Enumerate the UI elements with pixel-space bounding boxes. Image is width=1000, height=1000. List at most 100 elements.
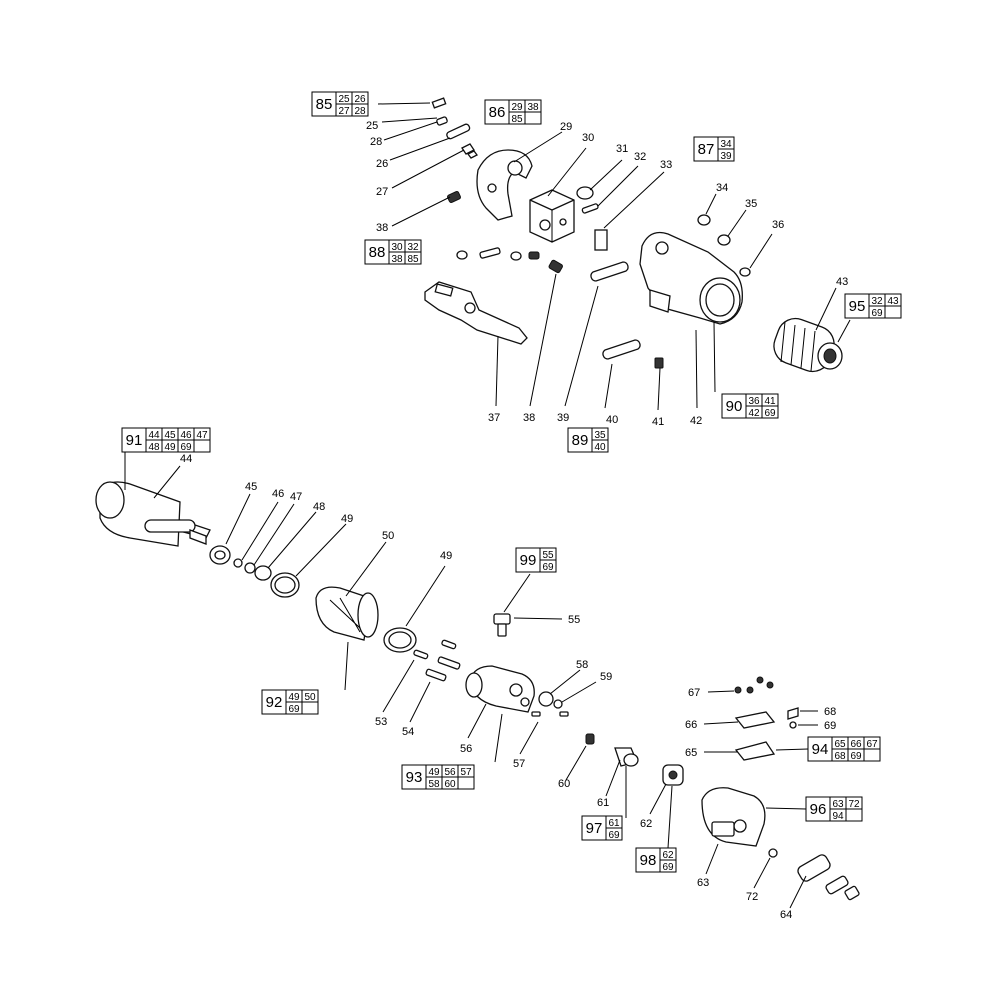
part-62-bushing bbox=[662, 764, 684, 786]
part-45-washer bbox=[209, 545, 231, 565]
part-69-oring bbox=[789, 721, 797, 729]
kit-number: 89 bbox=[572, 432, 589, 449]
label-49-left: 49 bbox=[341, 513, 353, 525]
label-27: 27 bbox=[376, 186, 388, 198]
part-35-oring bbox=[717, 234, 731, 246]
kit-part-ref: 32 bbox=[407, 242, 419, 253]
kit-number: 95 bbox=[849, 298, 866, 315]
label-30: 30 bbox=[582, 132, 594, 144]
part-number-labels: 25 28 26 27 38 29 30 31 32 33 34 35 36 4… bbox=[180, 120, 848, 921]
kit-part-ref: 68 bbox=[834, 751, 846, 762]
part-31-ring bbox=[576, 186, 594, 200]
label-46: 46 bbox=[272, 488, 284, 500]
part-72-nut bbox=[768, 848, 778, 858]
part-46-ring bbox=[233, 558, 243, 568]
label-26: 26 bbox=[376, 158, 388, 170]
kit-number: 94 bbox=[812, 741, 829, 758]
kit-number: 96 bbox=[810, 801, 827, 818]
part-58-washer bbox=[538, 691, 554, 707]
kit-cell bbox=[591, 439, 609, 453]
part-65-plate bbox=[734, 741, 776, 761]
kit-part-ref: 46 bbox=[180, 430, 192, 441]
kit-part-ref: 85 bbox=[511, 114, 523, 125]
label-67: 67 bbox=[688, 687, 700, 699]
part-43-spring-assembly bbox=[773, 317, 843, 373]
kit-part-ref: 69 bbox=[764, 408, 776, 419]
part-36-nut bbox=[739, 267, 751, 277]
kit-part-ref: 85 bbox=[407, 254, 419, 265]
label-68: 68 bbox=[824, 706, 836, 718]
label-34: 34 bbox=[716, 182, 728, 194]
part-66-plate bbox=[734, 711, 776, 729]
kit-number-cell bbox=[364, 239, 390, 265]
part-39-pin bbox=[590, 261, 629, 282]
part-60-spring bbox=[585, 733, 595, 745]
label-60: 60 bbox=[558, 778, 570, 790]
kit-part-ref: 38 bbox=[527, 102, 539, 113]
part-30-block bbox=[529, 189, 575, 243]
kit-part-ref: 49 bbox=[428, 767, 440, 778]
kit-number: 97 bbox=[586, 820, 603, 837]
kit-part-ref: 27 bbox=[338, 106, 350, 117]
part-40-pin bbox=[602, 339, 641, 360]
label-61: 61 bbox=[597, 797, 609, 809]
kit-part-ref: 72 bbox=[848, 799, 860, 810]
kit-part-ref: 36 bbox=[748, 396, 760, 407]
kit-cell bbox=[605, 827, 623, 841]
kit-part-ref: 58 bbox=[428, 779, 440, 790]
leader-lines bbox=[124, 102, 851, 909]
kit-part-ref: 69 bbox=[871, 308, 883, 319]
kit-part-ref: 94 bbox=[832, 811, 844, 822]
kit-part-ref: 49 bbox=[288, 692, 300, 703]
part-29-hook bbox=[476, 149, 533, 221]
kit-part-ref: 69 bbox=[288, 704, 300, 715]
part-47-ring bbox=[244, 562, 256, 574]
kit-cell bbox=[845, 808, 863, 822]
kit-part-ref: 62 bbox=[662, 850, 674, 861]
label-47: 47 bbox=[290, 491, 302, 503]
label-44: 44 bbox=[180, 453, 192, 465]
part-drawings bbox=[95, 97, 860, 901]
part-63-handle-housing bbox=[701, 787, 766, 847]
part-49-ring-left bbox=[270, 572, 300, 598]
label-43: 43 bbox=[836, 276, 848, 288]
kit-number: 92 bbox=[266, 694, 283, 711]
kit-part-ref: 25 bbox=[338, 94, 350, 105]
kit-part-ref: 67 bbox=[866, 739, 878, 750]
kit-part-ref: 32 bbox=[871, 296, 883, 307]
part-small-screws-row bbox=[456, 247, 563, 274]
part-26-pin bbox=[446, 123, 471, 140]
label-64: 64 bbox=[780, 909, 792, 921]
kit-number-cell bbox=[635, 847, 661, 873]
kit-part-ref: 34 bbox=[720, 139, 732, 150]
kit-part-ref: 29 bbox=[511, 102, 523, 113]
part-41-screw bbox=[654, 357, 664, 369]
kit-number-cell bbox=[807, 736, 833, 762]
kit-number: 87 bbox=[698, 141, 715, 158]
kit-part-ref: 35 bbox=[594, 430, 606, 441]
label-33: 33 bbox=[660, 159, 672, 171]
label-29: 29 bbox=[560, 121, 572, 133]
kit-cell bbox=[884, 305, 902, 319]
kit-part-ref: 44 bbox=[148, 430, 160, 441]
kit-cell bbox=[761, 405, 779, 419]
kit-part-ref: 69 bbox=[850, 751, 862, 762]
part-28-pin bbox=[436, 116, 448, 126]
kit-number-cell bbox=[401, 764, 427, 790]
kit-part-ref: 40 bbox=[594, 442, 606, 453]
label-38-bottom: 38 bbox=[523, 412, 535, 424]
label-37: 37 bbox=[488, 412, 500, 424]
kit-number-cell bbox=[261, 689, 287, 715]
part-37-lever bbox=[424, 281, 528, 345]
label-55: 55 bbox=[568, 614, 580, 626]
